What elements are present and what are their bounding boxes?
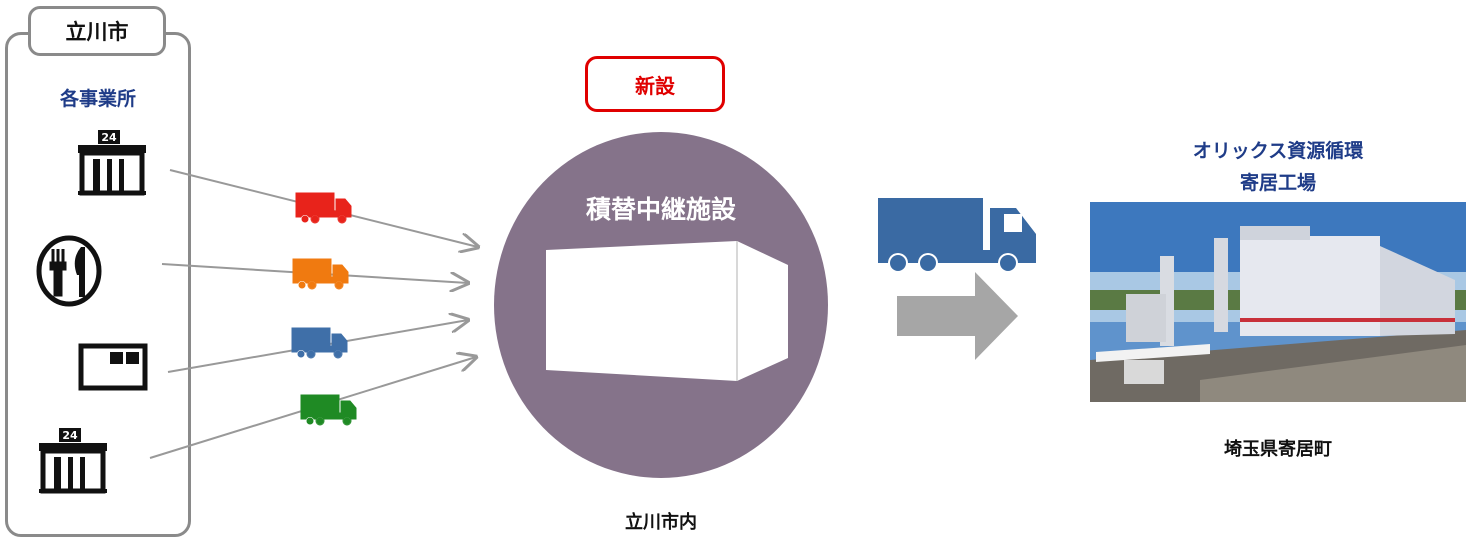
store-sign: 24 [62,429,78,442]
store-sign: 24 [101,131,117,144]
factory-photo [1090,202,1466,402]
convenience-store-icon: 24 [78,130,146,196]
facility-building-shape [546,241,788,381]
city-label: 立川市 [28,6,166,56]
offices-label: 各事業所 [59,88,136,110]
small-truck-icon [291,327,348,359]
small-truck-icon [300,394,357,426]
plant-location: 埼玉県寄居町 [1224,439,1332,460]
facility-title: 積替中継施設 [585,195,736,224]
small-truck-icon [292,258,349,290]
plant-name-line2: 寄居工場 [1239,172,1316,194]
restaurant-icon [36,235,102,307]
new-badge: 新設 [585,56,725,112]
convenience-store-icon: 24 [39,428,107,494]
small-truck-icon [295,192,352,224]
large-truck-icon [878,198,1036,273]
transport-arrow [897,272,1018,360]
office-icon [78,343,148,391]
plant-name-line1: オリックス資源循環 [1192,140,1364,162]
facility-location: 立川市内 [625,512,697,533]
